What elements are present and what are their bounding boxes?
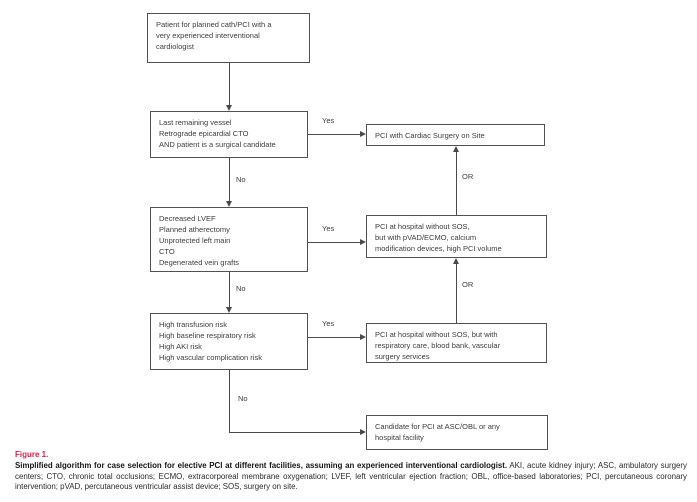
arrowhead-down-icon [226,307,232,313]
no-label: No [236,175,246,184]
yes-label: Yes [322,224,335,233]
yes-label: Yes [322,116,335,125]
connector-line [229,63,230,106]
arrowhead-down-icon [226,105,232,111]
arrowhead-down-icon [226,201,232,207]
figure-caption-title: Simplified algorithm for case selection … [15,461,508,470]
connector-line [308,337,360,338]
arrowhead-right-icon [360,334,366,340]
arrowhead-up-icon [453,258,459,264]
arrowhead-right-icon [360,429,366,435]
connector-line [229,158,230,202]
figure-caption: Simplified algorithm for case selection … [15,461,687,493]
connector-line [308,134,360,135]
flow-box-high-risk: High transfusion risk High baseline resp… [150,313,308,370]
connector-line [229,432,360,433]
flow-box-pci-cardiac-surgery-on-site: PCI with Cardiac Surgery on Site [366,124,545,146]
arrowhead-right-icon [360,131,366,137]
connector-line [308,242,360,243]
no-label: No [236,284,246,293]
connector-line [456,263,457,323]
flow-box-pci-respiratory-care: PCI at hospital without SOS, but with re… [366,323,547,363]
arrowhead-up-icon [453,146,459,152]
or-label: OR [462,280,474,289]
arrowhead-right-icon [360,239,366,245]
yes-label: Yes [322,319,335,328]
flow-box-pci-pvad-ecmo: PCI at hospital without SOS, but with pV… [366,215,547,258]
flow-box-last-remaining-vessel: Last remaining vessel Retrograde epicard… [150,111,308,158]
flow-box-candidate-asc-obl: Candidate for PCI at ASC/OBL or any hosp… [366,415,548,450]
figure-caption-abbreviations: AKI, acute kidney injury; ASC, ambulator… [15,461,687,491]
flow-box-patient: Patient for planned cath/PCI with a very… [147,13,310,63]
no-label: No [238,394,248,403]
figure-label: Figure 1. [15,450,49,459]
connector-line [229,272,230,308]
or-label: OR [462,172,474,181]
connector-line [229,370,230,433]
flow-box-decreased-lvef: Decreased LVEF Planned atherectomy Unpro… [150,207,308,272]
connector-line [456,151,457,215]
